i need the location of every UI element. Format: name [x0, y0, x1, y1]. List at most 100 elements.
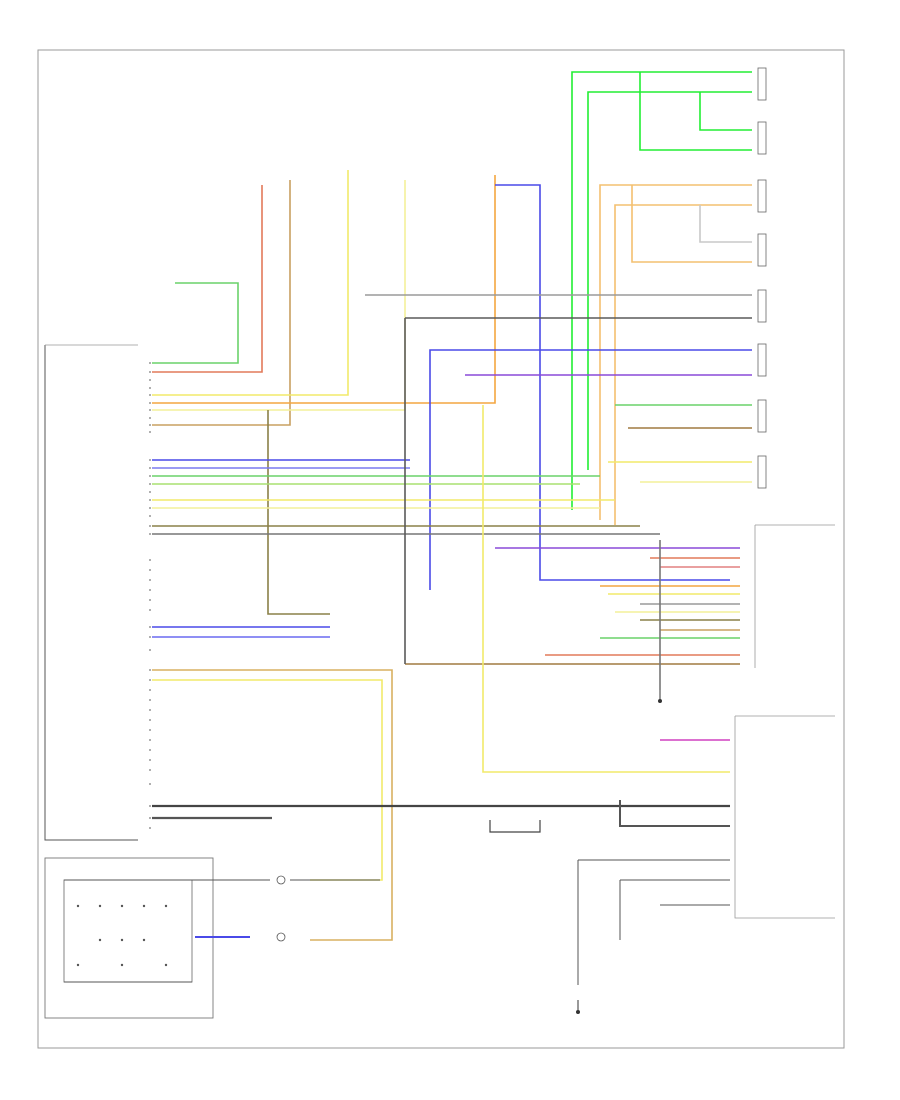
radio-pin [149, 499, 151, 501]
wire-tan-right-3 [631, 185, 752, 263]
radio-pin [149, 483, 151, 485]
switch-icon [98, 938, 102, 942]
radio-pin [149, 459, 151, 461]
radio-pin [149, 739, 151, 741]
radio-pin [149, 827, 151, 829]
speaker-icon [757, 343, 767, 377]
radio-pin [149, 491, 151, 493]
radio-pin [149, 379, 151, 381]
ground-icon [658, 690, 662, 703]
radio-pin [149, 475, 151, 477]
radio-pin [149, 394, 151, 396]
switch-icon [120, 963, 124, 967]
radio-pin [149, 669, 151, 671]
radio-pin [149, 402, 151, 404]
radio-pin [149, 649, 151, 651]
switch-icon [76, 904, 80, 908]
radio-pin [149, 749, 151, 751]
speaker-icon [757, 399, 767, 433]
radio-pin [149, 424, 151, 426]
radio-pin [149, 431, 151, 433]
wire-yellow [152, 170, 349, 396]
radio-pin [149, 525, 151, 527]
radio-pin [149, 417, 151, 419]
wire-tan-right [599, 184, 752, 520]
speaker-icon [757, 233, 767, 267]
radio-pins [149, 362, 151, 829]
antenna-module-box [734, 715, 835, 919]
switch-contacts [76, 904, 168, 967]
switch-icon [98, 904, 102, 908]
wire-red [152, 185, 263, 373]
radio-pin [149, 387, 151, 389]
wire-antenna-feed [577, 859, 730, 985]
steering-switch-box [44, 857, 214, 1019]
radio-pin [149, 759, 151, 761]
radio-module-outline [44, 345, 138, 841]
switch-icon [142, 904, 146, 908]
wire-bright-green [571, 71, 752, 510]
switch-icon [142, 938, 146, 942]
wire-yellow-antenna [482, 405, 730, 773]
radio-pin [149, 409, 151, 411]
radio-pin [149, 636, 151, 638]
radio-pin [149, 709, 151, 711]
connectors [276, 875, 286, 942]
amp-pin-wires [404, 318, 740, 690]
wire-bright-green-3 [639, 72, 752, 151]
wire-olive [267, 410, 330, 615]
switch-icon [164, 963, 168, 967]
radio-pin [149, 626, 151, 628]
connector-icon [276, 932, 286, 942]
radio-pin [149, 729, 151, 731]
radio-pin [149, 719, 151, 721]
radio-pin [149, 817, 151, 819]
radio-pin [149, 679, 151, 681]
speaker-icon [757, 179, 767, 213]
radio-pin [149, 467, 151, 469]
connector-icon [276, 875, 286, 885]
speaker-icon [757, 455, 767, 489]
radio-pin [149, 533, 151, 535]
wire-antenna-feed-2 [619, 879, 730, 940]
switch-icon [164, 904, 168, 908]
radio-pin [149, 589, 151, 591]
wire-tan-right-4 [699, 205, 752, 243]
radio-pin [149, 599, 151, 601]
wire-yellow-steering [152, 679, 383, 881]
speaker-wires [365, 71, 752, 590]
radio-pin [149, 559, 151, 561]
wire-bracket [489, 820, 541, 833]
wire-blue-top [495, 184, 730, 581]
speaker-icon [757, 289, 767, 323]
radio-pin [149, 371, 151, 373]
wire-bright-green-4 [699, 92, 752, 131]
grounds [576, 690, 662, 1014]
radio-pin [149, 507, 151, 509]
switch-icon [120, 938, 124, 942]
radio-pin [149, 805, 151, 807]
radio-pin [149, 362, 151, 364]
diagram-frame [37, 49, 845, 1049]
harness-wires [152, 459, 660, 941]
antenna-wires [152, 405, 730, 985]
radio-pin [149, 699, 151, 701]
wire-tan-right-2 [614, 204, 752, 525]
wire-tan [152, 180, 291, 426]
wire-green-left [152, 282, 239, 364]
wire-bright-green-2 [587, 91, 752, 470]
wire-orange [152, 175, 496, 404]
ground-icon [576, 1000, 580, 1014]
radio-pin [149, 569, 151, 571]
radio-pin [149, 783, 151, 785]
radio-pin [149, 689, 151, 691]
steering-switch-wires [64, 879, 380, 983]
speaker-icon [757, 121, 767, 155]
radio-pin [149, 579, 151, 581]
wire-dark-antenna-3 [619, 800, 730, 827]
switch-icon [120, 904, 124, 908]
radio-pin [149, 609, 151, 611]
radio-pin [149, 769, 151, 771]
steering-switch-inner [63, 879, 193, 983]
